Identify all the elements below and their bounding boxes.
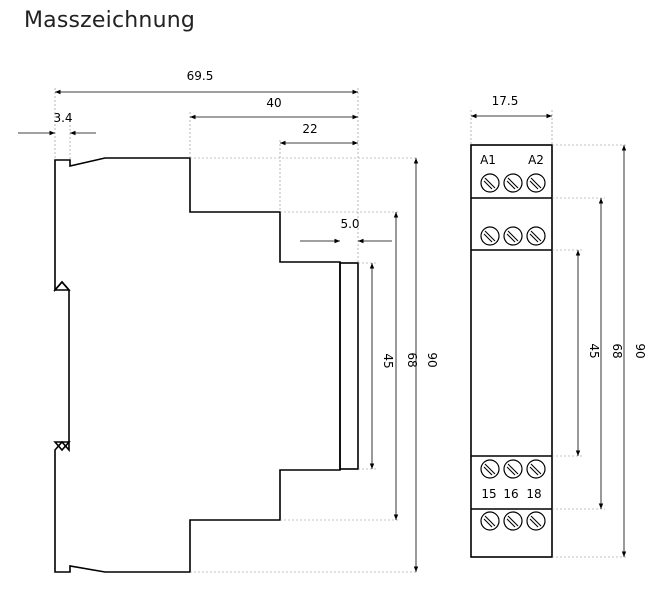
terminal-screw-icon [503,226,523,246]
terminal-label-a1: A1 [480,153,496,167]
dim-front-width: 17.5 [492,94,519,108]
terminal-label-16: 16 [503,487,518,501]
front-view: A1 A2 15 16 18 17.5 45 68 90 [470,94,647,558]
terminal-screw-icon [526,459,546,479]
dim-front-height-45: 45 [587,343,601,358]
terminal-label-18: 18 [526,487,541,501]
front-view-outline [470,144,553,558]
terminal-screw-icon [480,226,500,246]
dim-front-height-68: 68 [610,343,624,358]
page-title: Masszeichnung [24,8,196,33]
dim-clip-depth: 3.4 [53,111,72,125]
dim-overall-depth: 69.5 [187,69,214,83]
terminal-screw-icon [480,459,500,479]
side-view: 69.5 3.4 40 22 5.0 45 68 90 [18,69,439,573]
dim-side-height-45: 45 [381,353,395,368]
terminal-screw-icon [503,459,523,479]
dim-front-height-90: 90 [633,343,647,358]
terminal-screw-icon [503,511,523,531]
terminal-label-a2: A2 [528,153,544,167]
terminal-label-15: 15 [481,487,496,501]
terminal-screw-icon [526,511,546,531]
dim-side-height-90: 90 [425,352,439,367]
terminal-screw-icon [480,511,500,531]
dim-depth-5: 5.0 [340,217,359,231]
terminal-screw-icon [480,173,500,193]
front-cover [339,262,359,470]
dim-side-height-68: 68 [405,352,419,367]
dim-depth-22: 22 [302,122,317,136]
terminal-screws [480,173,546,531]
terminal-screw-icon [526,173,546,193]
din-clip-bottom [53,441,71,452]
side-view-outline [54,157,341,573]
terminal-screw-icon [503,173,523,193]
din-clip-top [53,280,71,291]
terminal-screw-icon [526,226,546,246]
dim-depth-40: 40 [266,96,281,110]
